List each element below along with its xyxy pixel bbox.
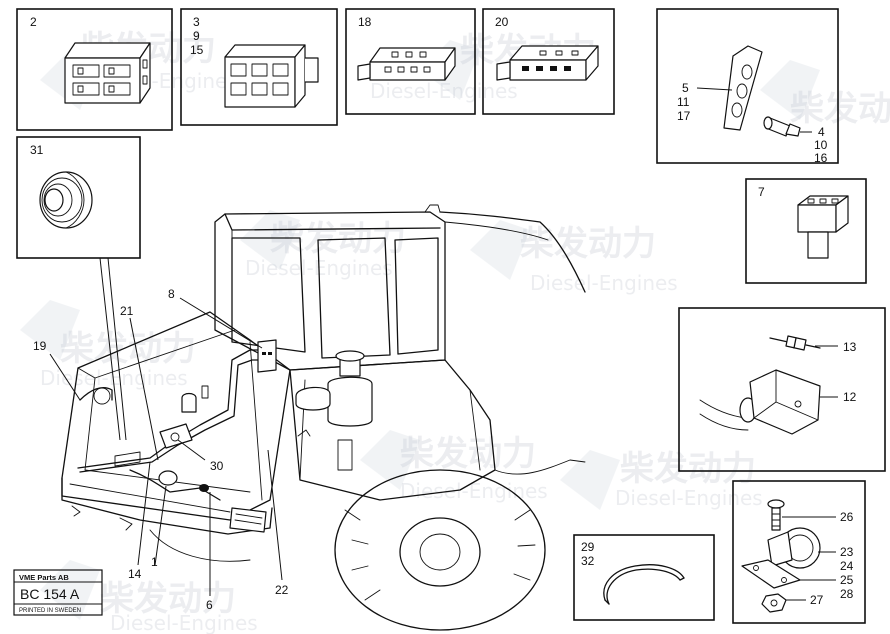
callout-30: 30 [210,459,224,473]
machine-illustration [61,204,586,631]
label-15: 15 [190,43,204,57]
label-18: 18 [358,15,372,29]
watermark-cn-9: 柴发动力 [790,89,890,129]
label-25: 25 [840,573,854,587]
watermark-cn-8: 柴发动力 [100,579,236,619]
switch-plate-icon [723,45,763,131]
watermark-en-7: Diesel-Engines [615,486,763,510]
detail-box-5: 5 11 17 4 10 16 [656,8,839,165]
label-11: 11 [677,95,690,109]
label-7: 7 [758,185,765,199]
label-4: 4 [818,125,825,139]
callout-leaders [49,257,283,596]
watermark-en-6: Diesel-Engines [400,479,548,503]
callout-19: 19 [33,339,47,353]
label-32: 32 [581,554,595,568]
title-company: VME Parts AB [19,573,69,582]
label-16: 16 [814,151,828,165]
plug-connector-icon [357,47,456,81]
watermark-en-2: Diesel-Engines [370,79,518,103]
label-2: 2 [30,15,37,29]
label-20: 20 [495,15,509,29]
callout-labels: 8 21 19 30 14 1 6 22 [33,287,289,612]
watermark-cn-5: 柴发动力 [60,329,196,369]
detail-box-26: 26 23 24 25 28 27 [732,480,866,624]
callout-14: 14 [128,567,142,581]
nut-icon [761,593,787,613]
detail-box-20: 20 [482,8,615,115]
callout-1: 1 [151,555,158,569]
detail-box-7: 7 [745,178,867,284]
valve-connector-icon [699,369,821,435]
detail-box-29: 29 32 [573,534,715,621]
label-31: 31 [30,143,44,157]
relay-icon [797,195,849,259]
connector-block-icon [224,44,319,108]
detail-box-12: 13 12 [678,307,886,472]
label-24: 24 [840,559,854,573]
title-printed: PRINTED IN SWEDEN [19,608,81,614]
bolt-icon [767,499,785,531]
label-17: 17 [677,109,691,123]
label-5: 5 [682,81,689,95]
lamp-holder-icon [767,527,821,569]
detail-box-3: 3 9 15 [180,8,338,126]
connector-housing-icon [64,42,151,104]
lamp-socket-icon [763,116,801,137]
watermark-cn-4: 柴发动力 [520,224,656,264]
diode-icon [769,335,821,351]
grommet-icon [39,171,93,229]
callout-6: 6 [206,598,213,612]
label-9: 9 [193,29,200,43]
label-29: 29 [581,540,595,554]
label-3: 3 [193,15,200,29]
watermark-cn-6: 柴发动力 [400,434,536,474]
watermark: 柴发动力 Diesel-Engines 柴发动力 Diesel-Engines … [20,29,890,634]
callout-8: 8 [168,287,175,301]
watermark-en-8: Diesel-Engines [110,611,258,634]
detail-box-18: 18 [345,8,476,115]
clamp-ring-icon [603,564,685,605]
title-block: VME Parts AB BC 154 A PRINTED IN SWEDEN [13,569,103,616]
detail-box-2: 2 [16,8,173,131]
label-28: 28 [840,587,854,601]
detail-box-31: 31 [16,136,141,259]
label-13: 13 [843,340,857,354]
watermark-cn-7: 柴发动力 [620,449,756,489]
multi-pin-connector-icon [496,45,599,81]
label-27: 27 [810,593,824,607]
title-drawing-number: BC 154 A [20,586,80,602]
label-10: 10 [814,138,828,152]
watermark-en-4: Diesel-Engines [530,271,678,295]
callout-22: 22 [275,583,289,597]
label-23: 23 [840,545,854,559]
callout-21: 21 [120,304,134,318]
label-12: 12 [843,390,857,404]
label-26: 26 [840,510,854,524]
